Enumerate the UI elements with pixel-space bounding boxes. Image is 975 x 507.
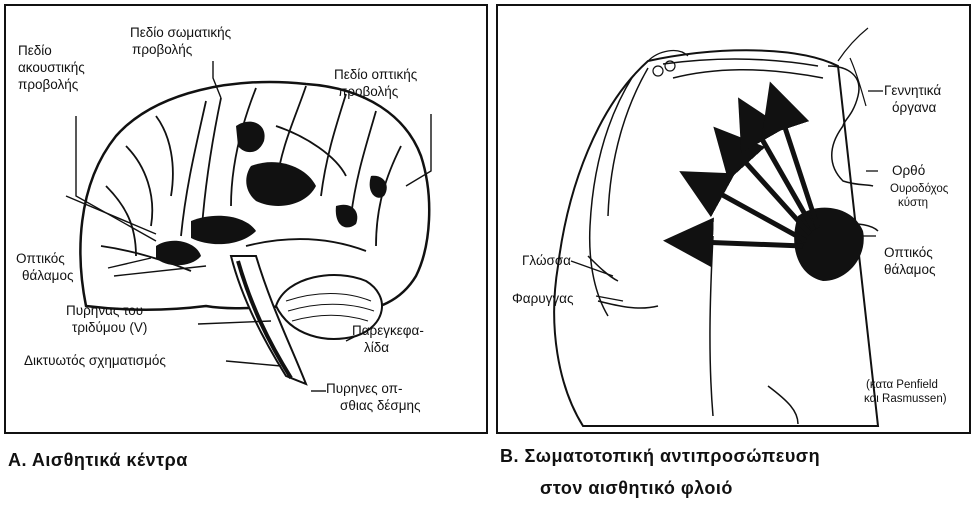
- label-somatic-field: Πεδίο σωματικής προβολής: [130, 24, 231, 58]
- label-trigeminal-nucleus: Πυρηνας του τριδύμου (V): [66, 302, 147, 336]
- caption-a: Α. Αισθητικά κέντρα: [8, 450, 188, 471]
- panel-a-sensory-centers: Πεδίο ακουστικής προβολής Πεδίο σωματική…: [4, 4, 488, 434]
- label-auditory-field: Πεδίο ακουστικής προβολής: [18, 42, 85, 93]
- label-dorsal-column-nuclei: Πυρηνες οπ- σθιας δέσμης: [326, 380, 421, 414]
- label-thalamus-a: Οπτικός θάλαμος: [16, 250, 73, 284]
- cortex-section-illustration: [498, 6, 973, 436]
- label-bladder: Ουροδόχος κύστη: [890, 182, 948, 210]
- label-pharynx: Φαρυγγας: [512, 290, 573, 307]
- label-cerebellum: Παρεγκεφα- λίδα: [352, 322, 424, 356]
- panel-b-somatotopic: Γεννητικά όργανα Ορθό Ουροδόχος κύστη Οπ…: [496, 4, 971, 434]
- label-reticular-formation: Δικτυωτός σχηματισμός: [24, 352, 166, 369]
- label-visual-field: Πεδίο οπτικής προβολής: [334, 66, 417, 100]
- caption-b-line2: στον αισθητικό φλοιό: [540, 478, 733, 499]
- label-thalamus-b: Οπτικός θάλαμος: [884, 244, 935, 278]
- label-rectum: Ορθό: [892, 162, 925, 179]
- label-genitals: Γεννητικά όργανα: [884, 82, 941, 116]
- caption-b-line1: Β. Σωματοτοπική αντιπροσώπευση: [500, 446, 820, 467]
- label-tongue: Γλώσσα: [522, 252, 571, 269]
- label-credit: (κατα Penfield και Rasmussen): [864, 378, 947, 406]
